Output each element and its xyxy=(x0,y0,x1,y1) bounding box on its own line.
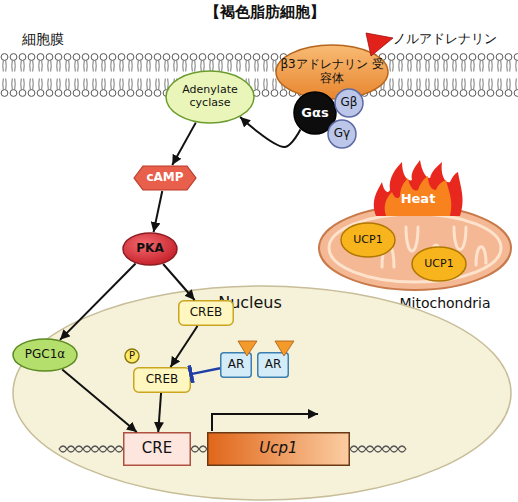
node-text: AR xyxy=(265,358,282,372)
receptor-box-shape xyxy=(221,353,252,378)
text-holder: Adenylate cyclase xyxy=(165,70,255,124)
arrow-connector xyxy=(154,191,163,232)
receptor-ellipse-shape xyxy=(276,45,388,99)
text-holder: PGC1α xyxy=(12,338,78,372)
node-text: CREB xyxy=(190,306,223,320)
text-holder: Gβ xyxy=(334,88,364,118)
protein-box-shape xyxy=(179,301,234,326)
g-protein-circle-shape xyxy=(328,120,356,148)
lipid-bilayer xyxy=(0,53,518,97)
node-text: Adenylate cyclase xyxy=(174,84,246,109)
text-holder: cAMP xyxy=(133,165,197,191)
protein-ellipse: UCP1 xyxy=(411,246,467,282)
node-text: AR xyxy=(228,358,245,372)
arrow-connector xyxy=(172,123,196,165)
figure-title: 【褐色脂肪細胞】 xyxy=(140,3,390,22)
receptor-box: AR xyxy=(220,352,252,378)
enzyme-ellipse: Adenylate cyclase xyxy=(165,70,255,124)
mitochondrion: MitochondriaHeatUCP1UCP1 xyxy=(318,205,512,291)
enzyme-ellipse-shape xyxy=(166,71,254,123)
text-holder: AR xyxy=(257,352,289,378)
node-text: Gαs xyxy=(301,106,328,121)
protein-ellipse-shape xyxy=(341,223,395,257)
kinase-ellipse-shape xyxy=(123,233,177,265)
nucleus-ellipse: NucleusCREBPGC1αPCREBARARCREUcp1 xyxy=(12,285,512,501)
node-text: PGC1α xyxy=(25,348,65,362)
nucleus-ellipse-shape xyxy=(13,286,511,500)
inner-membrane xyxy=(329,214,501,282)
promoter-box: CRE xyxy=(123,432,191,466)
protein-box: CREB xyxy=(178,300,234,326)
node-text: P xyxy=(129,350,135,362)
flame-outer xyxy=(374,160,463,216)
nucleus-ellipse-outline xyxy=(12,285,512,501)
node-text: PKA xyxy=(136,242,163,256)
text-holder: P xyxy=(124,348,140,364)
receptor-ellipse: β3アドレナリン 受容体 xyxy=(275,44,389,100)
coactivator-ellipse-shape xyxy=(13,339,77,371)
text-holder: Gγ xyxy=(327,119,357,149)
protein-box: CREB xyxy=(133,367,191,393)
node-text: UCP1 xyxy=(424,258,453,271)
membrane-label: 細胞膜 xyxy=(22,31,64,49)
text-holder: UCP1 xyxy=(340,222,396,258)
kinase-ellipse: PKA xyxy=(122,232,178,266)
node-text: UCP1 xyxy=(353,234,382,247)
text-holder: Ucp1 xyxy=(207,432,350,466)
text-holder: CREB xyxy=(133,367,191,393)
ligand-label: ノルアドレナリン xyxy=(393,30,497,48)
receptor-box: AR xyxy=(257,352,289,378)
node-text: β3アドレナリン 受容体 xyxy=(280,58,384,86)
node-text: CRE xyxy=(142,440,172,457)
text-holder: CRE xyxy=(123,432,191,466)
heat-flame-outline xyxy=(368,160,468,216)
text-holder: CREB xyxy=(178,300,234,326)
text-holder: Nucleus xyxy=(0,291,500,315)
gene-box: Ucp1 xyxy=(207,432,350,466)
text-holder: β3アドレナリン 受容体 xyxy=(275,44,389,100)
text-holder: PKA xyxy=(122,232,178,266)
gene-box-shape xyxy=(208,433,350,466)
heat-flame: Heat xyxy=(368,160,468,216)
node-text: Heat xyxy=(401,192,436,207)
g-protein-circle-shape xyxy=(335,89,363,117)
text-holder: Heat xyxy=(368,160,468,216)
outer-membrane xyxy=(319,206,511,290)
node-text: Gγ xyxy=(334,127,350,141)
protein-box-shape xyxy=(134,368,191,393)
node-text: Ucp1 xyxy=(259,440,297,457)
second-messenger-hexagon-shape xyxy=(134,166,196,190)
phosphate-circle-shape xyxy=(125,349,139,363)
text-holder: AR xyxy=(220,352,252,378)
g-protein-circle: Gγ xyxy=(327,119,357,149)
second-messenger-hexagon: cAMP xyxy=(133,165,197,191)
flame-inner xyxy=(385,176,452,216)
receptor-box-shape xyxy=(258,353,289,378)
phosphate-circle: P xyxy=(124,348,140,364)
protein-ellipse: UCP1 xyxy=(340,222,396,258)
text-holder: UCP1 xyxy=(411,246,467,282)
protein-ellipse-shape xyxy=(412,247,466,281)
node-text: Gβ xyxy=(341,96,358,110)
promoter-box-shape xyxy=(124,433,191,466)
arrow-connector xyxy=(240,117,300,147)
g-protein-circle: Gβ xyxy=(334,88,364,118)
coactivator-ellipse: PGC1α xyxy=(12,338,78,372)
node-text: cAMP xyxy=(146,171,183,185)
node-text: CREB xyxy=(146,373,179,387)
